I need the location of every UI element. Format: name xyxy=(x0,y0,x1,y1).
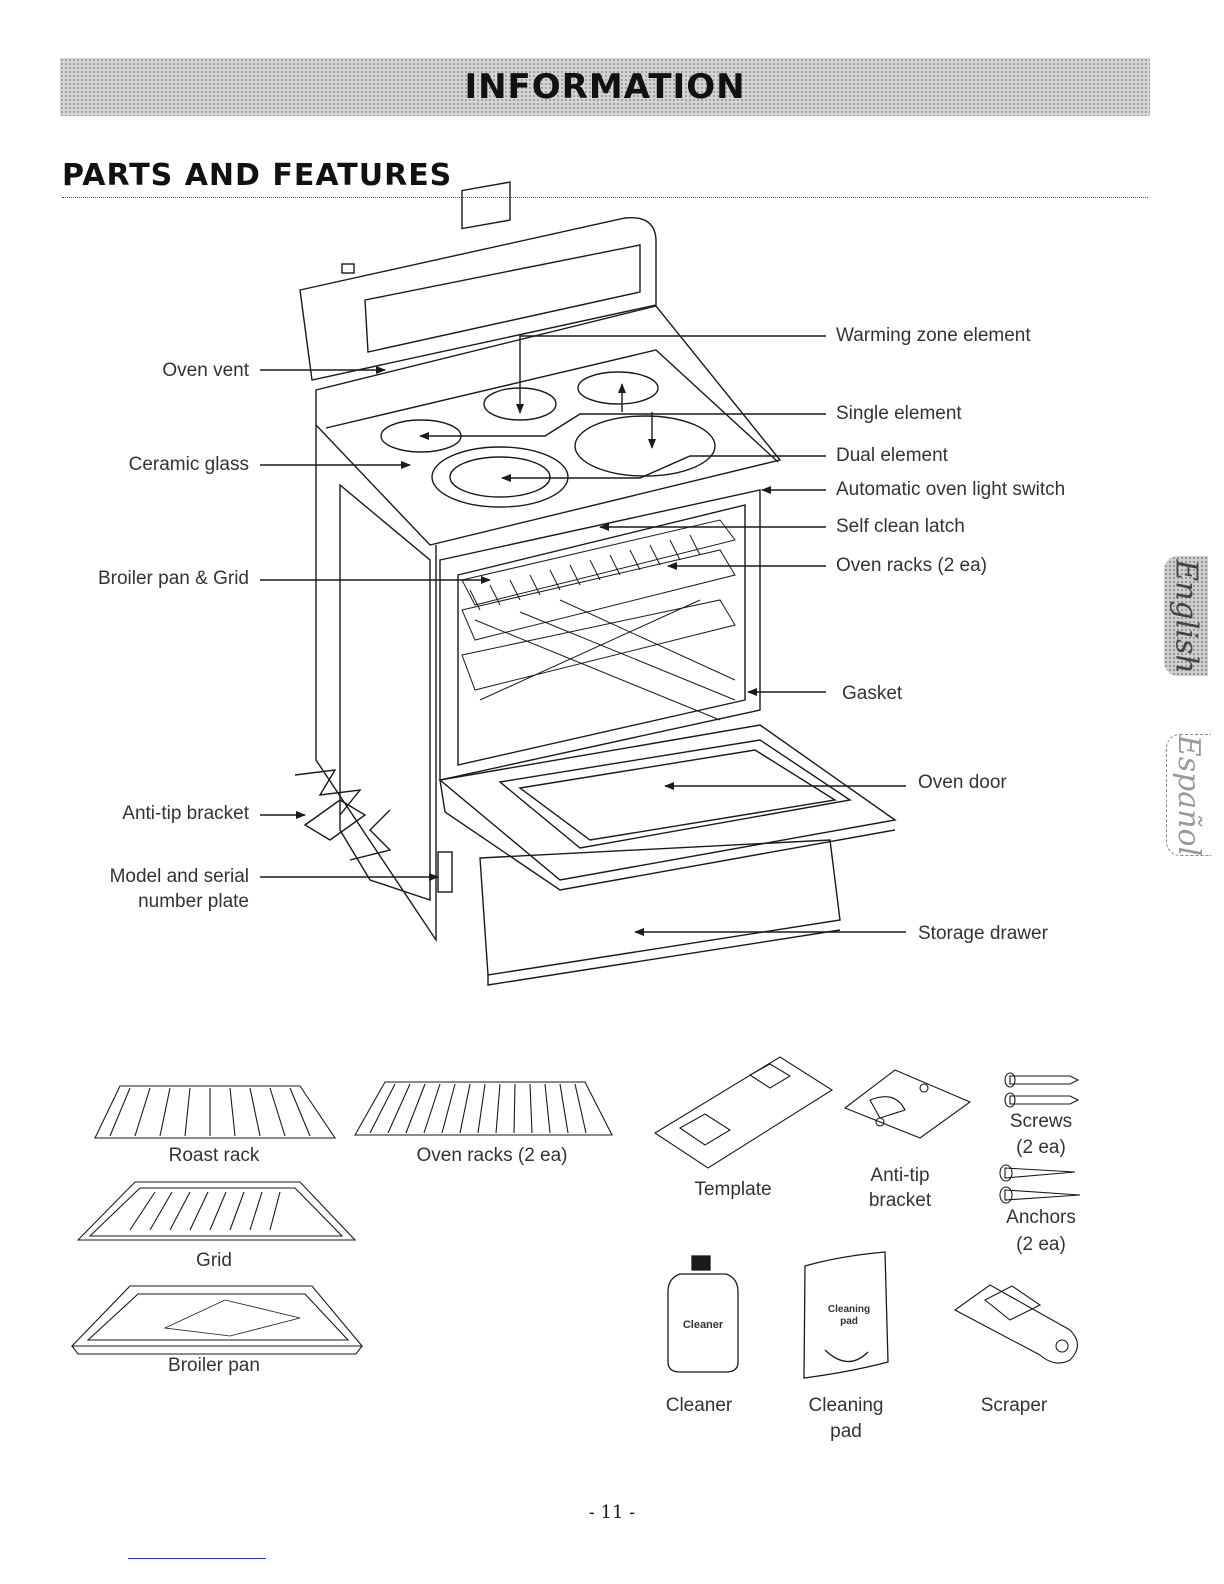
roast-rack-drawing xyxy=(94,1085,337,1139)
label-roast-rack: Roast rack xyxy=(168,1145,260,1166)
banner-title: INFORMATION xyxy=(464,67,746,107)
label-screws: Screws xyxy=(1009,1111,1073,1132)
label-oven-vent: Oven vent xyxy=(162,360,249,381)
label-screws-count: (2 ea) xyxy=(1016,1137,1066,1158)
label-anti-tip-bracket: Anti-tip bracket xyxy=(122,803,249,824)
label-grid: Grid xyxy=(196,1250,232,1271)
label-accessory-oven-racks: Oven racks (2 ea) xyxy=(416,1145,568,1166)
label-anti-tip-line1: Anti-tip xyxy=(870,1165,930,1186)
scraper-drawing xyxy=(953,1284,1079,1364)
label-anchors: Anchors xyxy=(1006,1207,1076,1228)
tab-english[interactable]: English xyxy=(1164,556,1208,676)
grid-drawing xyxy=(76,1181,357,1241)
anti-tip-bracket-drawing xyxy=(843,1069,972,1139)
screws-drawing xyxy=(1004,1072,1080,1108)
label-broiler-pan-grid: Broiler pan & Grid xyxy=(97,568,249,589)
label-storage-drawer: Storage drawer xyxy=(918,923,1048,944)
label-cleaning-pad-line2: pad xyxy=(830,1421,862,1442)
cleaner-bottle-text: Cleaner xyxy=(682,1319,724,1331)
anchors-drawing xyxy=(999,1164,1081,1204)
label-scraper: Scraper xyxy=(980,1395,1048,1416)
tab-espanol-label: Español xyxy=(1171,734,1207,856)
template-drawing xyxy=(653,1056,834,1169)
title-rule xyxy=(62,197,1148,198)
label-oven-door: Oven door xyxy=(918,772,1007,793)
cleaner-bottle-drawing xyxy=(667,1255,739,1373)
label-anchors-count: (2 ea) xyxy=(1016,1234,1066,1255)
information-banner: INFORMATION xyxy=(60,58,1150,116)
label-broiler-pan: Broiler pan xyxy=(168,1355,260,1376)
label-self-clean-latch: Self clean latch xyxy=(836,516,965,537)
range-body-drawing xyxy=(294,425,897,986)
callout-lines xyxy=(260,335,906,936)
cleaning-pad-drawing xyxy=(803,1251,889,1379)
label-cleaning-pad-line1: Cleaning xyxy=(808,1395,884,1416)
tab-english-label: English xyxy=(1168,558,1204,674)
backguard-drawing xyxy=(299,181,657,381)
label-anti-tip-line2: bracket xyxy=(868,1190,932,1211)
label-model-serial-line2: number plate xyxy=(138,891,249,912)
footer-rule xyxy=(128,1558,266,1559)
label-gasket: Gasket xyxy=(842,683,903,704)
tab-espanol[interactable]: Español xyxy=(1166,734,1211,856)
pad-package-text-line2: pad xyxy=(840,1316,858,1327)
label-template: Template xyxy=(694,1179,772,1200)
oven-racks-drawing xyxy=(354,1081,613,1136)
label-model-serial-line1: Model and serial xyxy=(109,866,249,887)
page-number: - 11 - xyxy=(588,1502,636,1523)
label-oven-racks: Oven racks (2 ea) xyxy=(836,555,987,576)
label-warming-zone-element: Warming zone element xyxy=(836,325,1031,346)
label-oven-light-switch: Automatic oven light switch xyxy=(836,479,1066,500)
label-ceramic-glass: Ceramic glass xyxy=(128,454,249,475)
section-title: PARTS AND FEATURES xyxy=(62,158,453,193)
broiler-pan-drawing xyxy=(70,1285,364,1355)
label-single-element: Single element xyxy=(836,403,962,424)
label-cleaner: Cleaner xyxy=(665,1395,733,1416)
pad-package-text-line1: Cleaning xyxy=(827,1304,871,1315)
label-dual-element: Dual element xyxy=(836,445,948,466)
cooktop-drawing xyxy=(315,305,782,546)
